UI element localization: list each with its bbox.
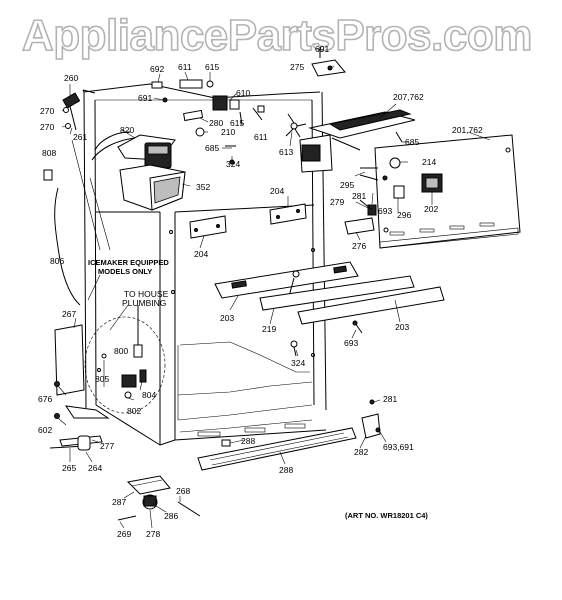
label-296: 296 bbox=[397, 210, 411, 220]
label-602: 602 bbox=[38, 425, 52, 435]
cabinet-liner bbox=[82, 83, 327, 446]
label-267: 267 bbox=[62, 309, 76, 319]
label-288-b: 288 bbox=[279, 465, 293, 475]
water-valve-area bbox=[84, 305, 166, 414]
top-parts bbox=[62, 47, 416, 173]
label-820: 820 bbox=[120, 125, 134, 135]
label-676: 676 bbox=[38, 394, 52, 404]
label-261: 261 bbox=[73, 132, 87, 142]
label-324-bottom: 324 bbox=[291, 358, 305, 368]
label-693-691: 693,691 bbox=[383, 442, 414, 452]
base-parts bbox=[49, 381, 381, 521]
watermark-logo: AppliancePartsPros.com bbox=[22, 10, 533, 60]
label-204-right: 204 bbox=[270, 186, 284, 196]
rail-219 bbox=[259, 275, 415, 311]
label-615-mid: 615 bbox=[230, 118, 244, 128]
label-278: 278 bbox=[146, 529, 160, 539]
label-288-a: 288 bbox=[241, 436, 255, 446]
label-685-right: 685 bbox=[405, 137, 419, 147]
label-685-left: 685 bbox=[205, 143, 219, 153]
label-202: 202 bbox=[424, 204, 438, 214]
label-270-a: 270 bbox=[40, 106, 54, 116]
label-800: 800 bbox=[114, 346, 128, 356]
part-number-labels: 691 275 692 611 615 691 610 207,762 260 … bbox=[38, 44, 483, 539]
label-280: 280 bbox=[209, 118, 223, 128]
plumbing-note-line-1: TO HOUSE bbox=[124, 289, 169, 299]
label-808: 808 bbox=[42, 148, 56, 158]
label-693-top: 693 bbox=[378, 206, 392, 216]
label-613: 613 bbox=[279, 147, 293, 157]
side-panel-267 bbox=[54, 324, 85, 396]
switch-bracket-276 bbox=[344, 199, 377, 235]
label-691-mid: 691 bbox=[138, 93, 152, 103]
leader-lines bbox=[57, 65, 491, 529]
label-214: 214 bbox=[422, 157, 436, 167]
control-panel-201 bbox=[359, 134, 521, 249]
mullion-203-top bbox=[214, 261, 359, 301]
label-219: 219 bbox=[262, 324, 276, 334]
label-281-top: 281 bbox=[352, 191, 366, 201]
icemaker-note-line-1: ICEMAKER EQUIPPED bbox=[88, 258, 169, 267]
label-203-left: 203 bbox=[220, 313, 234, 323]
label-286: 286 bbox=[164, 511, 178, 521]
label-275: 275 bbox=[290, 62, 304, 72]
label-268: 268 bbox=[176, 486, 190, 496]
label-611: 611 bbox=[178, 62, 192, 72]
plumbing-note-line-2: PLUMBING bbox=[122, 298, 166, 308]
label-806: 806 bbox=[50, 256, 64, 266]
label-610: 610 bbox=[236, 88, 250, 98]
label-270-b: 270 bbox=[40, 122, 54, 132]
label-691: 691 bbox=[315, 44, 329, 54]
label-615: 615 bbox=[205, 62, 219, 72]
rail-203 bbox=[297, 286, 445, 325]
label-287: 287 bbox=[112, 497, 126, 507]
bracket-204-left bbox=[189, 215, 227, 239]
label-804: 804 bbox=[142, 390, 156, 400]
label-324-top: 324 bbox=[226, 159, 240, 169]
notes: ICEMAKER EQUIPPED MODELS ONLY TO HOUSE P… bbox=[88, 258, 428, 520]
label-276: 276 bbox=[352, 241, 366, 251]
label-210: 210 bbox=[221, 127, 235, 137]
screws-mid bbox=[290, 320, 363, 357]
label-203-right: 203 bbox=[395, 322, 409, 332]
label-207-762: 207,762 bbox=[393, 92, 424, 102]
label-805: 805 bbox=[95, 374, 109, 384]
icemaker-assembly bbox=[91, 131, 186, 211]
water-line-806 bbox=[43, 169, 81, 306]
label-352: 352 bbox=[196, 182, 210, 192]
label-611-mid: 611 bbox=[254, 132, 268, 142]
art-number: (ART NO. WR18201 C4) bbox=[345, 511, 428, 520]
label-802: 802 bbox=[127, 406, 141, 416]
label-693-mid: 693 bbox=[344, 338, 358, 348]
label-281-bottom: 281 bbox=[383, 394, 397, 404]
label-282: 282 bbox=[354, 447, 368, 457]
label-265: 265 bbox=[62, 463, 76, 473]
label-204-left: 204 bbox=[194, 249, 208, 259]
label-279: 279 bbox=[330, 197, 344, 207]
label-201-762: 201,762 bbox=[452, 125, 483, 135]
label-692: 692 bbox=[150, 64, 164, 74]
bracket-204-right bbox=[269, 203, 307, 225]
label-260: 260 bbox=[64, 73, 78, 83]
watermark-text: AppliancePartsPros.com bbox=[22, 11, 532, 60]
label-295: 295 bbox=[340, 180, 354, 190]
label-269: 269 bbox=[117, 529, 131, 539]
icemaker-note-line-2: MODELS ONLY bbox=[98, 267, 152, 276]
label-277: 277 bbox=[100, 441, 114, 451]
label-264: 264 bbox=[88, 463, 102, 473]
